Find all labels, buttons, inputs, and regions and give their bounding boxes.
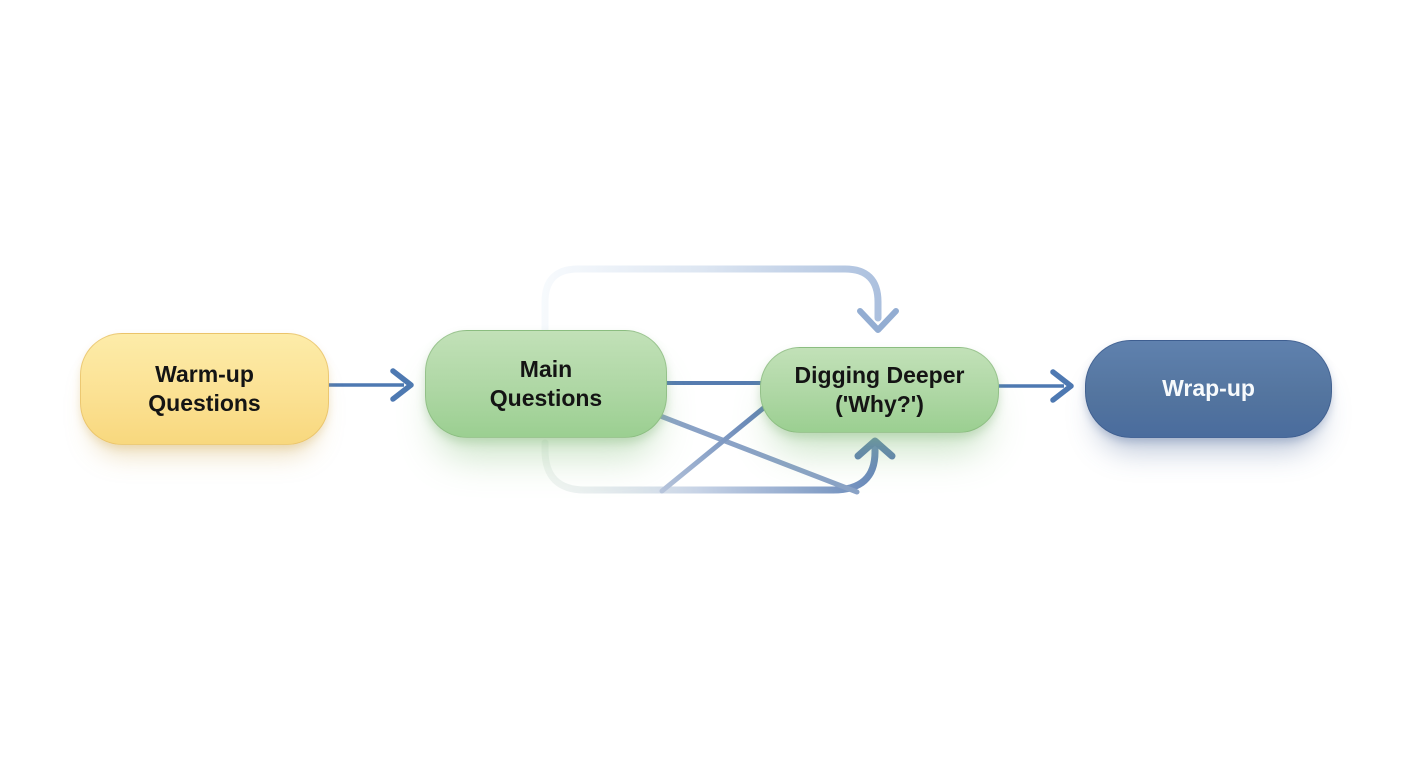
loop-bottom-main-to-digging <box>541 439 879 494</box>
node-label-line: Questions <box>148 390 261 416</box>
arrowhead-digging-to-wrapup-icon <box>1050 369 1074 403</box>
node-label-line: Digging Deeper <box>794 361 965 388</box>
node-digging-deeper: Digging Deeper ('Why?') <box>760 347 999 433</box>
diagonal-main-to-bottom-loop <box>647 409 860 495</box>
diagonal-bottom-loop-to-digging <box>659 403 769 494</box>
node-main-questions: Main Questions <box>425 330 667 438</box>
node-wrap-up: Wrap-up <box>1085 340 1332 438</box>
arrowhead-top-loop-icon <box>857 308 899 333</box>
node-label-line: ('Why?') <box>835 391 924 417</box>
node-label-line: Wrap-up <box>1162 375 1255 402</box>
node-warmup-questions: Warm-up Questions <box>80 333 329 445</box>
node-label-line: Warm-up <box>155 360 254 387</box>
loop-top-main-to-digging <box>541 265 882 337</box>
node-label-line: Questions <box>489 385 603 411</box>
arrowhead-warmup-to-main-icon <box>390 368 414 402</box>
arrowhead-bottom-loop-icon <box>854 437 896 460</box>
node-label-line: Main <box>519 355 573 382</box>
